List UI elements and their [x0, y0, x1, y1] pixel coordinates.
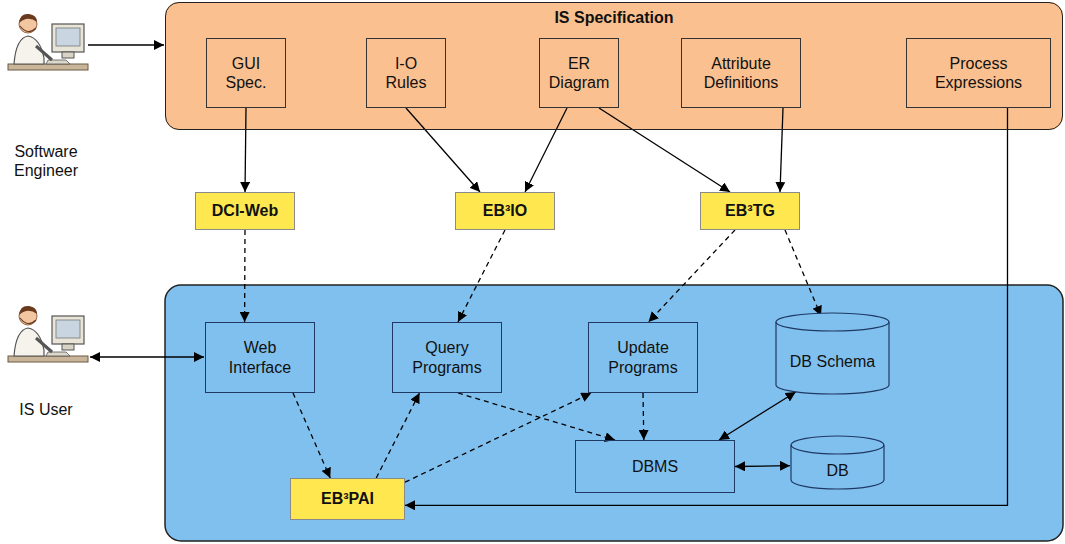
tool-box: DCI-Web: [195, 192, 295, 230]
connector: [599, 108, 730, 192]
spec-band: IS SpecificationGUI Spec. I-O Rules ER Dia…: [165, 2, 1063, 130]
tool-box: EB³PAI: [290, 478, 405, 520]
connector: [785, 230, 821, 316]
program-box: Query Programs: [392, 322, 502, 393]
user-icon: [8, 306, 88, 362]
program-box: Update Programs: [588, 322, 698, 393]
connector: [458, 230, 505, 322]
dbms-box: DBMS: [575, 440, 735, 493]
connector: [458, 393, 615, 440]
actor-label: Software Engineer: [0, 142, 92, 180]
engineer-arrow: [88, 44, 164, 45]
runtime-band: [165, 285, 1063, 541]
box-label: Query Programs: [399, 338, 495, 376]
database-cylinder: DB Schema: [775, 313, 890, 395]
tool-box: EB³TG: [700, 192, 800, 230]
box-label: Update Programs: [595, 338, 691, 376]
connector: [642, 393, 644, 440]
connector: [735, 465, 790, 467]
band-title: IS Specification: [166, 8, 1062, 27]
band-fill: [165, 2, 1063, 130]
connector: [244, 230, 246, 322]
connector: [649, 230, 736, 322]
connector: [525, 108, 567, 192]
box-label: DB Schema: [790, 352, 875, 371]
connector: [405, 393, 591, 482]
box-label: EB³PAI: [321, 489, 374, 508]
connector: [406, 108, 480, 192]
spec-box: Process Expressions: [906, 38, 1051, 108]
engineer-icon: [8, 14, 88, 70]
database-cylinder: DB: [790, 436, 885, 490]
connector: [376, 393, 419, 478]
box-label: Process Expressions: [913, 54, 1044, 92]
box-label: DBMS: [632, 457, 678, 476]
user-arrow: [90, 356, 204, 357]
box-label: I-O Rules: [374, 54, 438, 92]
spec-box: GUI Spec.: [206, 38, 286, 108]
connector: [719, 392, 796, 440]
box-label: DB: [826, 461, 848, 480]
box-label: EB³IO: [483, 201, 527, 220]
box-label: ER Diagram: [547, 54, 611, 92]
box-label: Web Interface: [212, 338, 308, 376]
spec-box: Attribute Definitions: [681, 38, 801, 108]
box-label: Attribute Definitions: [688, 54, 794, 92]
connector: [405, 108, 1008, 505]
connector: [293, 393, 330, 478]
spec-box: ER Diagram: [539, 38, 619, 108]
actor-label: IS User: [0, 400, 92, 419]
connector: [245, 108, 246, 192]
program-box: Web Interface: [205, 322, 315, 393]
spec-box: I-O Rules: [366, 38, 446, 108]
box-label: EB³TG: [725, 201, 775, 220]
box-label: DCI-Web: [212, 201, 278, 220]
box-label: GUI Spec.: [214, 54, 278, 92]
connector: [780, 108, 783, 192]
tool-box: EB³IO: [455, 192, 555, 230]
